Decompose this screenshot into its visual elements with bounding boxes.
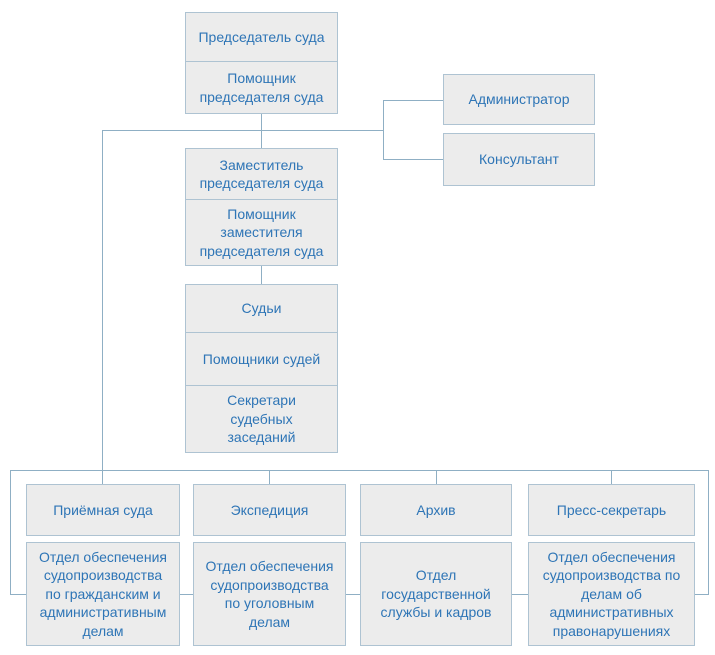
- org-node-label: Секретари судебных заседаний: [227, 392, 296, 446]
- connector-line: [269, 470, 270, 484]
- org-node-administrator: Администратор: [443, 74, 595, 125]
- org-node-label: Судьи: [241, 300, 282, 317]
- connector-line: [383, 100, 384, 160]
- org-node-expedition: Экспедиция: [193, 484, 346, 536]
- org-node-judges: Судьи: [185, 284, 338, 333]
- connector-line: [708, 470, 709, 595]
- org-node-press-secretary: Пресс-секретарь: [528, 484, 695, 536]
- org-node-session-secretaries: Секретари судебных заседаний: [185, 385, 338, 453]
- org-node-chairman: Председатель суда: [185, 12, 338, 62]
- connector-line: [261, 266, 262, 284]
- org-node-civil-service-hr-dept: Отдел государственной службы и кадров: [360, 542, 512, 646]
- org-node-label: Консультант: [479, 151, 559, 168]
- org-node-label: Отдел обеспечения судопроизводства по де…: [542, 548, 681, 639]
- org-node-admin-offenses-dept: Отдел обеспечения судопроизводства по де…: [528, 542, 695, 646]
- connector-line: [436, 470, 437, 484]
- connector-line: [10, 470, 709, 471]
- connector-line: [383, 100, 443, 101]
- connector-line: [611, 470, 612, 484]
- org-node-label: Экспедиция: [230, 501, 309, 518]
- org-node-label: Помощник председателя суда: [199, 70, 324, 105]
- org-node-chairman-assistant: Помощник председателя суда: [185, 61, 338, 114]
- org-node-reception: Приёмная суда: [26, 484, 180, 536]
- org-node-civil-admin-dept: Отдел обеспечения судопроизводства по гр…: [26, 542, 180, 646]
- org-node-consultant: Консультант: [443, 133, 595, 186]
- connector-line: [180, 594, 193, 595]
- org-node-criminal-dept: Отдел обеспечения судопроизводства по уг…: [193, 542, 346, 646]
- org-node-label: Отдел государственной службы и кадров: [380, 567, 492, 621]
- org-node-label: Помощники судей: [202, 350, 321, 367]
- org-node-label: Приёмная суда: [53, 501, 153, 518]
- org-node-archive: Архив: [360, 484, 512, 536]
- connector-line: [261, 114, 262, 149]
- org-node-label: Отдел обеспечения судопроизводства по уг…: [205, 558, 334, 630]
- connector-line: [102, 130, 384, 131]
- org-node-deputy-chairman-assistant: Помощник заместителя председателя суда: [185, 199, 338, 266]
- org-node-label: Заместитель председателя суда: [199, 156, 324, 192]
- connector-line: [10, 470, 11, 594]
- connector-line: [346, 594, 360, 595]
- org-node-label: Отдел обеспечения судопроизводства по гр…: [39, 548, 167, 639]
- connector-line: [383, 159, 443, 160]
- connector-line: [102, 130, 103, 484]
- org-node-label: Председатель суда: [198, 28, 325, 45]
- org-node-label: Помощник заместителя председателя суда: [199, 205, 324, 259]
- org-node-label: Пресс-секретарь: [556, 501, 667, 518]
- connector-line: [10, 594, 26, 595]
- connector-line: [695, 594, 709, 595]
- org-node-deputy-chairman: Заместитель председателя суда: [185, 148, 338, 200]
- org-node-label: Администратор: [468, 91, 570, 108]
- connector-line: [512, 594, 528, 595]
- org-node-label: Архив: [416, 501, 456, 518]
- org-node-judges-assistants: Помощники судей: [185, 332, 338, 386]
